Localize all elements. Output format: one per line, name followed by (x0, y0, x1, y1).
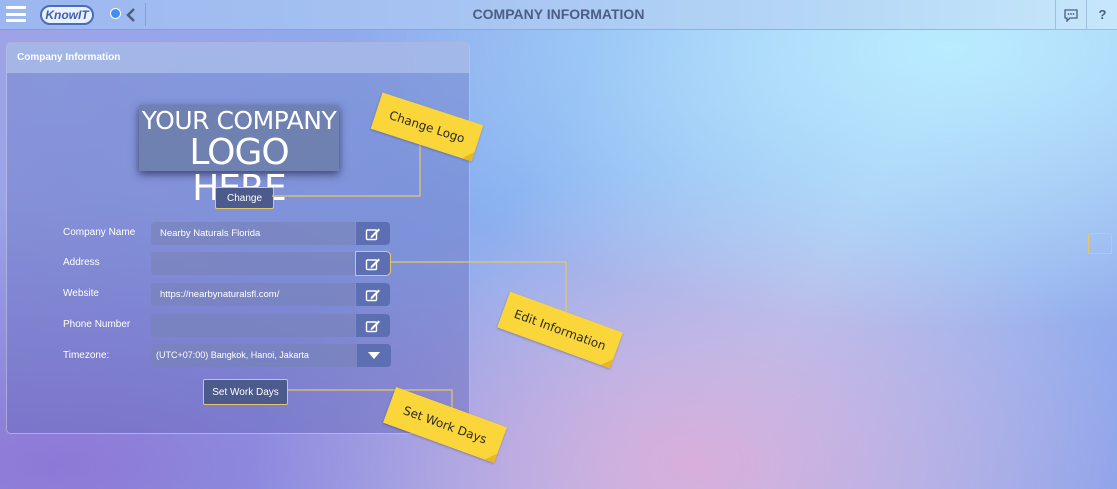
timezone-dropdown-button[interactable] (357, 344, 391, 367)
logo-line1: YOUR COMPANY (141, 106, 337, 135)
status-dot-icon (110, 8, 121, 19)
company-name-label: Company Name (63, 227, 136, 238)
change-logo-button[interactable]: Change (215, 187, 274, 209)
edit-phone-button[interactable] (356, 314, 390, 337)
company-logo-placeholder: YOUR COMPANY LOGO HERE (139, 105, 339, 207)
address-field[interactable] (151, 252, 355, 275)
edit-icon (365, 289, 380, 301)
help-button[interactable]: ? (1086, 0, 1117, 29)
website-field[interactable]: https://nearbynaturalsfl.com/ (151, 283, 355, 306)
page-title: COMPANY INFORMATION (472, 6, 645, 22)
address-label: Address (63, 257, 100, 268)
edit-icon (365, 228, 380, 240)
edit-icon (365, 258, 380, 270)
website-label: Website (63, 288, 99, 299)
phone-label: Phone Number (63, 319, 131, 330)
edit-icon (365, 320, 380, 332)
panel-title: Company Information (7, 43, 469, 73)
app-logo[interactable]: KnowIT (40, 5, 94, 25)
edit-information-note: Edit Information (497, 291, 623, 369)
back-chevron-icon (126, 7, 135, 22)
timezone-label: Timezone: (63, 350, 110, 361)
phone-field[interactable] (151, 314, 355, 337)
company-name-field[interactable]: Nearby Naturals Florida (151, 222, 355, 245)
edit-address-button[interactable] (355, 251, 391, 276)
chevron-down-icon (368, 352, 380, 359)
back-button[interactable] (117, 3, 146, 26)
set-work-days-button[interactable]: Set Work Days (203, 379, 288, 405)
timezone-select[interactable]: (UTC+07:00) Bangkok, Hanoi, Jakarta (151, 344, 391, 367)
chat-icon (1064, 8, 1078, 22)
edit-website-button[interactable] (356, 283, 390, 306)
top-bar: KnowIT COMPANY INFORMATION ? (0, 0, 1117, 30)
timezone-value: (UTC+07:00) Bangkok, Hanoi, Jakarta (156, 350, 309, 360)
company-info-panel: Company Information YOUR COMPANY LOGO HE… (6, 42, 470, 434)
edit-company-name-button[interactable] (356, 222, 390, 245)
highlight-box (1088, 233, 1112, 254)
menu-icon[interactable] (6, 6, 26, 22)
chat-button[interactable] (1055, 0, 1086, 29)
